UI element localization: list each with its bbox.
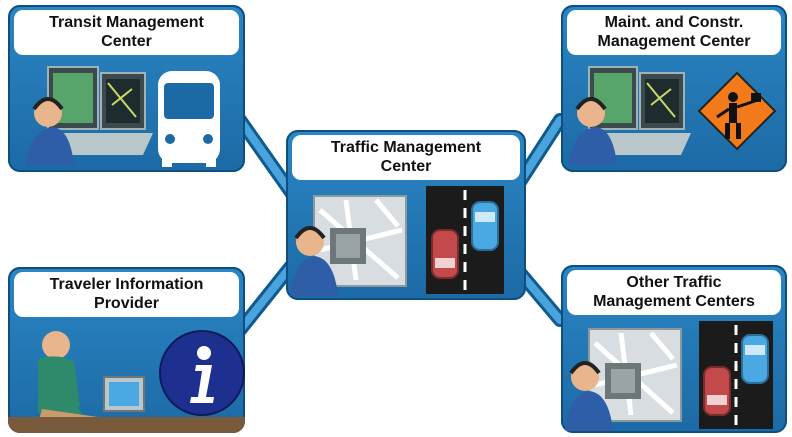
transit-title-line2: Center — [101, 33, 152, 50]
other-title: Other Traffic Management Centers — [567, 270, 781, 315]
other-art — [561, 265, 787, 433]
transit-title-line1: Transit Management — [49, 14, 204, 31]
traveler-title: Traveler Information Provider — [14, 272, 239, 317]
flagger-warning-sign-icon — [697, 71, 777, 151]
node-traveler-information-provider: Traveler Information Provider — [8, 267, 245, 433]
info-icon — [159, 330, 245, 416]
road-cars-icon — [699, 321, 773, 429]
maint-title-line2: Management Center — [597, 33, 751, 50]
center-title: Traffic Management Center — [292, 135, 520, 180]
node-maint-constr-management-center: Maint. and Constr. Management Center — [561, 5, 787, 172]
operator-workstation-icon — [26, 66, 153, 165]
other-title-line2: Management Centers — [593, 293, 755, 310]
bus-icon — [158, 71, 220, 167]
other-title-line1: Other Traffic — [626, 274, 722, 291]
maint-art — [561, 5, 787, 172]
center-title-line1: Traffic Management — [330, 139, 482, 156]
maint-title-line1: Maint. and Constr. — [604, 14, 744, 31]
node-other-traffic-management-centers: Other Traffic Management Centers — [561, 265, 787, 433]
computer-user-icon — [8, 331, 245, 433]
center-title-line2: Center — [380, 158, 432, 175]
operator-map-display-icon — [290, 195, 407, 296]
traveler-title-line1: Traveler Information — [49, 276, 204, 293]
node-traffic-management-center: Traffic Management Center — [286, 130, 526, 300]
transit-title: Transit Management Center — [14, 10, 239, 55]
transit-art — [8, 5, 245, 172]
traveler-art — [8, 267, 245, 433]
traveler-title-line2: Provider — [94, 295, 159, 312]
maint-title: Maint. and Constr. Management Center — [567, 10, 781, 55]
node-transit-management-center: Transit Management Center — [8, 5, 245, 172]
operator-workstation-icon — [569, 66, 691, 165]
road-cars-icon — [426, 186, 504, 294]
operator-map-display-icon — [565, 328, 682, 431]
center-art — [286, 130, 526, 300]
